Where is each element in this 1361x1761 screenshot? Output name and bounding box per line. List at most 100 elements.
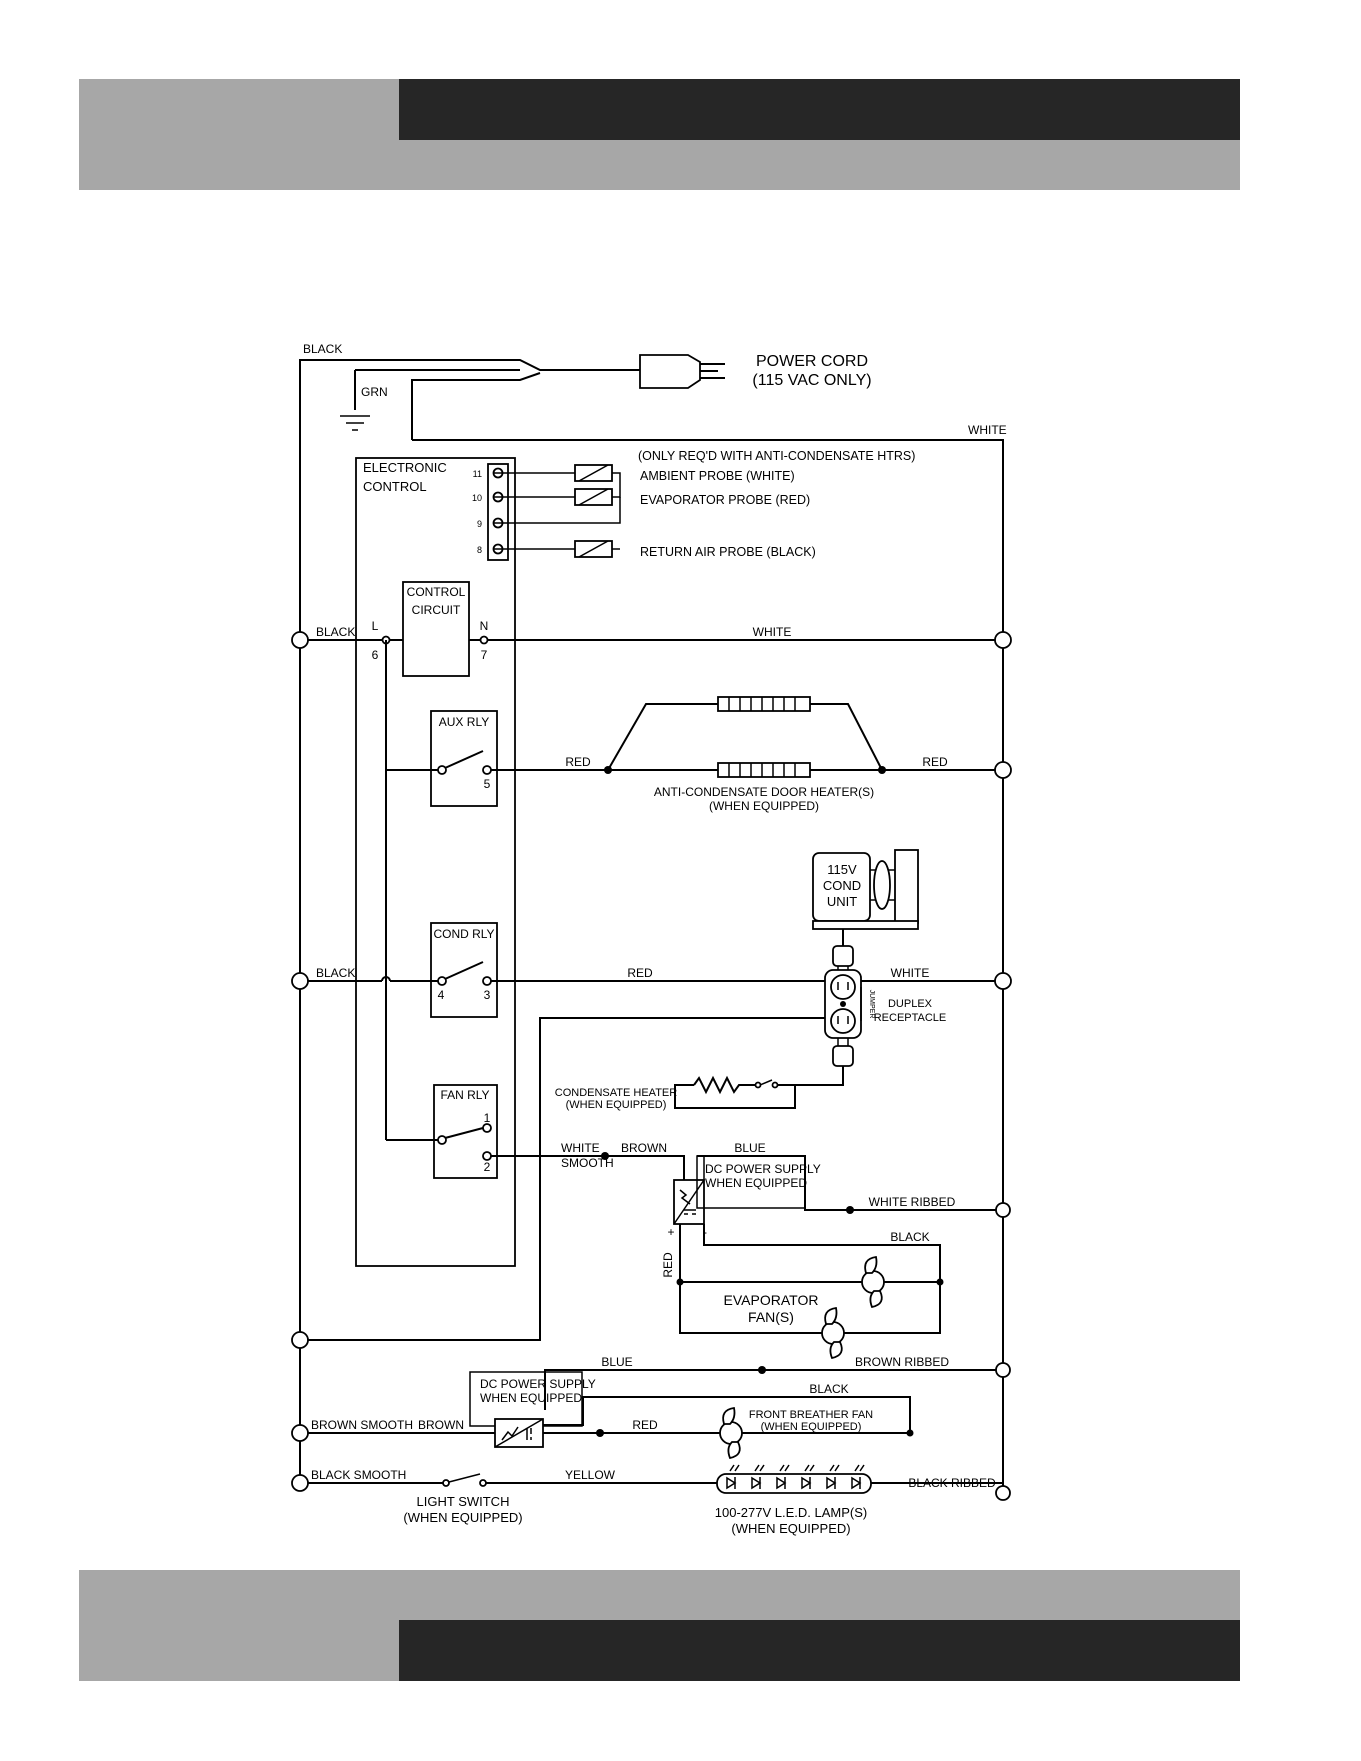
left-terminal (291, 1424, 309, 1442)
cond-unit-plug-icon (832, 945, 854, 967)
probe-note: (ONLY REQ'D WITH ANTI-CONDENSATE HTRS) (638, 449, 915, 463)
wire-label-black-fan: BLACK (890, 1230, 929, 1244)
wire-label-red-aux-left: RED (565, 755, 591, 769)
duplex-label-1: DUPLEX (888, 998, 933, 1010)
wire-label-black-front: BLACK (809, 1382, 848, 1396)
power-cord-label: POWER CORD (756, 353, 868, 370)
wire-label-white-ribbed: WHITE RIBBED (869, 1195, 956, 1209)
condensing-unit: 115V COND UNIT (812, 849, 919, 946)
evaporator-probe-label: EVAPORATOR PROBE (RED) (640, 493, 810, 507)
evap-dc-supply-label-2: WHEN EQUIPPED (705, 1176, 807, 1190)
wire-label-black-1: BLACK (316, 625, 355, 639)
evap-fan-icon-2 (821, 1306, 845, 1360)
front-dc-supply-label-1: DC POWER SUPPLY (480, 1377, 596, 1391)
control-title-2: CONTROL (363, 479, 427, 494)
right-terminal (994, 972, 1012, 990)
wire-label-brown-fan: BROWN (621, 1141, 667, 1155)
terminal-4-label: 4 (438, 988, 445, 1002)
right-terminal (994, 761, 1012, 779)
return-air-probe-label: RETURN AIR PROBE (BLACK) (640, 545, 816, 559)
left-terminal (291, 972, 309, 990)
pin-10-label: 10 (472, 493, 482, 503)
front-fan-icon (719, 1406, 743, 1460)
wire-label-white-mid: WHITE (753, 625, 792, 639)
condensate-heater-plug-icon (832, 1045, 854, 1067)
wire-label-red-vert: RED (661, 1252, 675, 1278)
aux-relay-label: AUX RLY (439, 715, 489, 729)
wire-label-brown-smooth: BROWN SMOOTH (311, 1418, 413, 1432)
control-circuit-label-2: CIRCUIT (412, 603, 461, 617)
door-heater-line: RED RED ANTI-CONDENSATE DOOR HEATER(S) (… (386, 696, 1003, 813)
wire-label-black-2: BLACK (316, 966, 355, 980)
cond-unit-label-1: 115V (827, 862, 857, 877)
light-line: BLACK SMOOTH YELLOW BLACK RIBBED LIGHT S… (300, 1464, 1003, 1536)
evap-fan-icon-1 (861, 1255, 885, 1309)
header-dark-bar (399, 79, 1240, 140)
control-title-1: ELECTRONIC (363, 460, 447, 475)
bus-terminals (291, 631, 1012, 1501)
cond-relay-line: BLACK RED WHITE JUMPER DUPLEX RECEPTACLE (300, 945, 1003, 1086)
door-heater-icon-1 (717, 696, 811, 712)
electronic-control: ELECTRONIC CONTROL 11 10 9 8 CONTROL CIR… (355, 457, 516, 1267)
wire-label-blue-fan: BLUE (734, 1141, 765, 1155)
power-cord: POWER CORD (115 VAC ONLY) BLACK GRN WHIT… (299, 342, 1007, 1340)
pin-8-label: 8 (477, 545, 482, 555)
blue-brown-ribbed-line: BLUE BROWN RIBBED (544, 1355, 1003, 1410)
door-heater-label-1: ANTI-CONDENSATE DOOR HEATER(S) (654, 785, 874, 799)
evap-fans-label-2: FAN(S) (748, 1309, 794, 1325)
wire-label-black-top: BLACK (303, 342, 342, 356)
front-fan-label-2: (WHEN EQUIPPED) (761, 1421, 862, 1433)
plug-icon (639, 354, 701, 389)
wire-label-grn: GRN (361, 385, 388, 399)
footer-dark-bar (399, 1620, 1240, 1681)
led-lamp-label-1: 100-277V L.E.D. LAMP(S) (715, 1505, 867, 1520)
evaporator-fans: BLACK RED EVAPORATOR FAN(S) (661, 1224, 944, 1360)
cond-relay-label: COND RLY (433, 927, 494, 941)
cond-unit-label-3: UNIT (827, 894, 857, 909)
cond-unit-label-2: COND (823, 878, 861, 893)
left-terminal (291, 1474, 309, 1492)
wire-label-brown-lower: BROWN (418, 1418, 464, 1432)
light-switch-label-1: LIGHT SWITCH (417, 1494, 510, 1509)
pin-9-label: 9 (477, 519, 482, 529)
terminal-L-label: L (372, 619, 379, 633)
right-terminal (995, 1485, 1011, 1501)
wire-label-black-ribbed: BLACK RIBBED (908, 1476, 996, 1490)
duplex-return-wire (300, 1017, 825, 1341)
door-heater-label-2: (WHEN EQUIPPED) (709, 799, 819, 813)
terminal-1-label: 1 (484, 1111, 491, 1125)
power-cord-voltage: (115 VAC ONLY) (752, 372, 871, 389)
front-fan-line: DC POWER SUPPLY WHEN EQUIPPED BROWN SMOO… (300, 1371, 914, 1460)
fan-relay-line: WHITE SMOOTH BROWN DC POWER SUPPLY WHEN … (386, 1123, 1003, 1239)
wire-label-red-cond: RED (627, 966, 653, 980)
wire-label-red-lower: RED (632, 1418, 658, 1432)
left-terminal (291, 631, 309, 649)
condensate-heater-label-2: (WHEN EQUIPPED) (566, 1099, 667, 1111)
evap-plus-label: + (667, 1225, 674, 1239)
led-diodes (726, 1464, 865, 1490)
right-terminal (994, 631, 1012, 649)
control-circuit-label-1: CONTROL (407, 585, 466, 599)
probes: (ONLY REQ'D WITH ANTI-CONDENSATE HTRS) A… (502, 449, 915, 559)
light-switch-label-2: (WHEN EQUIPPED) (403, 1510, 522, 1525)
wire-label-yellow: YELLOW (565, 1468, 616, 1482)
wire-label-white-fan: WHITE (561, 1141, 600, 1155)
left-terminal (291, 1331, 309, 1349)
right-terminal (995, 1202, 1011, 1218)
condensate-heater: CONDENSATE HEATER (WHEN EQUIPPED) (555, 1075, 796, 1111)
neutral-bus-wire (412, 439, 1004, 1493)
heater-coils (728, 697, 796, 777)
front-fan-label-1: FRONT BREATHER FAN (749, 1409, 873, 1421)
ambient-probe-label: AMBIENT PROBE (WHITE) (640, 469, 795, 483)
led-lamp-label-2: (WHEN EQUIPPED) (731, 1521, 850, 1536)
evap-fans-label-1: EVAPORATOR (724, 1292, 819, 1308)
wire-label-blue-lower: BLUE (601, 1355, 632, 1369)
terminal-3-label: 3 (484, 988, 491, 1002)
wire-label-white-top: WHITE (968, 423, 1007, 437)
right-terminal (995, 1362, 1011, 1378)
wire-label-white-cond: WHITE (891, 966, 930, 980)
terminal-2-label: 2 (484, 1160, 491, 1174)
terminal-5-label: 5 (484, 777, 491, 791)
pin-11-label: 11 (473, 469, 482, 479)
